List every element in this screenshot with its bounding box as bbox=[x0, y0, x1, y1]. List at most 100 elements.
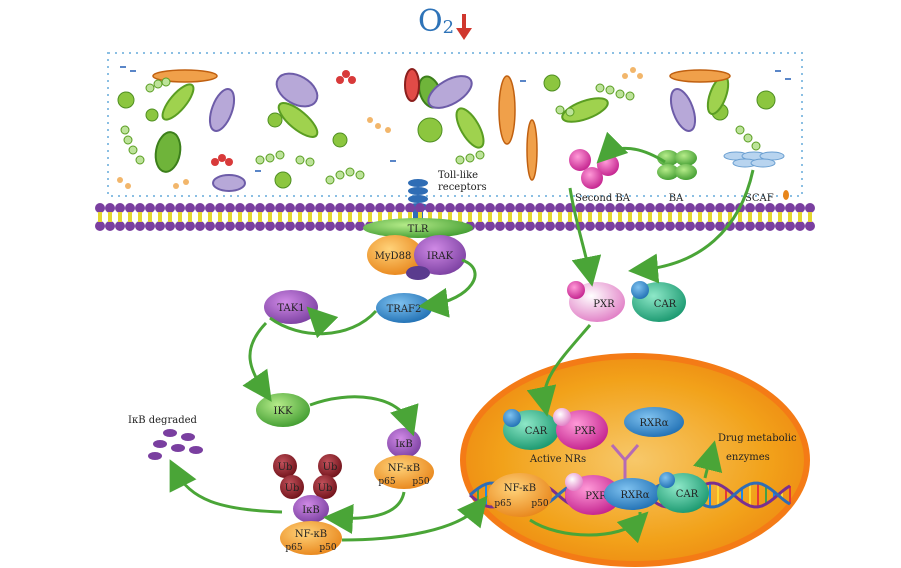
membrane-head bbox=[145, 221, 155, 231]
membrane-tail bbox=[518, 212, 522, 222]
membrane-tail bbox=[268, 212, 272, 222]
membrane-tail bbox=[188, 212, 192, 222]
car-ligand-nucleus bbox=[503, 409, 521, 427]
membrane-head bbox=[675, 221, 685, 231]
membrane-head bbox=[545, 203, 555, 213]
ba-label: BA bbox=[669, 193, 684, 204]
pxr-label-dna: PXR bbox=[585, 491, 607, 502]
membrane-tail bbox=[648, 212, 652, 222]
myd88-label: MyD88 bbox=[375, 251, 412, 262]
irak-label: IRAK bbox=[427, 251, 454, 262]
membrane-tail bbox=[748, 212, 752, 222]
ikb-label-upper: IκB bbox=[395, 439, 413, 450]
membrane-head bbox=[635, 203, 645, 213]
membrane-head bbox=[615, 221, 625, 231]
membrane-tail bbox=[708, 212, 712, 222]
membrane-head bbox=[725, 203, 735, 213]
myd88-protein bbox=[367, 235, 423, 275]
p65-label-lower: p65 bbox=[285, 543, 302, 553]
membrane-head bbox=[505, 203, 515, 213]
membrane-head bbox=[585, 221, 595, 231]
membrane-tail bbox=[158, 212, 162, 222]
membrane-tail bbox=[618, 212, 622, 222]
membrane-tail bbox=[768, 212, 772, 222]
o2-subscript: 2 bbox=[442, 17, 455, 38]
membrane-tail bbox=[808, 212, 812, 222]
membrane-head bbox=[795, 221, 805, 231]
membrane-head bbox=[805, 221, 815, 231]
membrane-tail bbox=[378, 212, 382, 222]
membrane-head bbox=[285, 221, 295, 231]
membrane-head bbox=[115, 221, 125, 231]
membrane-tail bbox=[308, 212, 312, 222]
membrane-head bbox=[125, 203, 135, 213]
membrane-head bbox=[185, 221, 195, 231]
scaf-label: SCAF bbox=[745, 193, 774, 204]
rxra-label-nucleus: RXRα bbox=[640, 418, 669, 429]
membrane-tail bbox=[438, 212, 442, 222]
membrane-head bbox=[135, 221, 145, 231]
membrane-head bbox=[595, 221, 605, 231]
pxr-ligand-dna bbox=[565, 473, 583, 491]
membrane-tail bbox=[698, 212, 702, 222]
ub-label-4: Ub bbox=[318, 483, 333, 494]
membrane-tail bbox=[348, 212, 352, 222]
membrane-head bbox=[405, 203, 415, 213]
car-label-cytoplasm: CAR bbox=[654, 299, 677, 310]
membrane-head bbox=[155, 203, 165, 213]
membrane-head bbox=[195, 203, 205, 213]
membrane-tail bbox=[688, 212, 692, 222]
membrane-tail bbox=[728, 212, 732, 222]
membrane-head bbox=[675, 203, 685, 213]
membrane-head bbox=[365, 203, 375, 213]
nfkb-protein-upper bbox=[374, 455, 434, 489]
membrane-head bbox=[295, 203, 305, 213]
membrane-tail bbox=[358, 212, 362, 222]
membrane-head bbox=[125, 221, 135, 231]
membrane-tail bbox=[368, 212, 372, 222]
membrane-head bbox=[205, 203, 215, 213]
membrane-head bbox=[625, 221, 635, 231]
membrane-head bbox=[465, 203, 475, 213]
ub-label-2: Ub bbox=[323, 462, 338, 473]
nfkb-label-upper: NF-κB bbox=[388, 463, 420, 474]
membrane-head bbox=[785, 221, 795, 231]
membrane-tail bbox=[98, 212, 102, 222]
membrane-head bbox=[485, 203, 495, 213]
membrane-head bbox=[495, 203, 505, 213]
membrane-head bbox=[455, 203, 465, 213]
membrane-head bbox=[115, 203, 125, 213]
membrane-head bbox=[685, 203, 695, 213]
ikb-degraded-label: IκB degraded bbox=[128, 415, 198, 426]
membrane-tail bbox=[398, 212, 402, 222]
membrane-tail bbox=[628, 212, 632, 222]
car-label-dna: CAR bbox=[676, 489, 699, 500]
membrane-head bbox=[765, 203, 775, 213]
toll-like-receptors-label: Toll-like bbox=[438, 170, 478, 181]
rxra-protein-dna bbox=[604, 478, 660, 510]
membrane-tail bbox=[758, 212, 762, 222]
membrane-head bbox=[215, 221, 225, 231]
drug-metabolic-enzymes-label-line2: enzymes bbox=[726, 452, 770, 463]
membrane-tail bbox=[108, 212, 112, 222]
membrane-head bbox=[495, 221, 505, 231]
rxra-label-dna: RXRα bbox=[621, 490, 650, 501]
membrane-tail bbox=[118, 212, 122, 222]
membrane-tail bbox=[528, 212, 532, 222]
membrane-head bbox=[335, 221, 345, 231]
membrane-tail bbox=[298, 212, 302, 222]
membrane-head bbox=[445, 203, 455, 213]
membrane-head bbox=[165, 221, 175, 231]
membrane-head bbox=[715, 203, 725, 213]
membrane-head bbox=[255, 221, 265, 231]
membrane-tail bbox=[568, 212, 572, 222]
membrane-head bbox=[695, 203, 705, 213]
second-ba-label: Second BA bbox=[575, 193, 631, 204]
membrane-tail bbox=[218, 212, 222, 222]
membrane-head bbox=[265, 203, 275, 213]
membrane-head bbox=[135, 203, 145, 213]
membrane-head bbox=[175, 221, 185, 231]
oxygen-label: O2 bbox=[418, 4, 454, 39]
membrane-head bbox=[425, 203, 435, 213]
membrane-head bbox=[765, 221, 775, 231]
